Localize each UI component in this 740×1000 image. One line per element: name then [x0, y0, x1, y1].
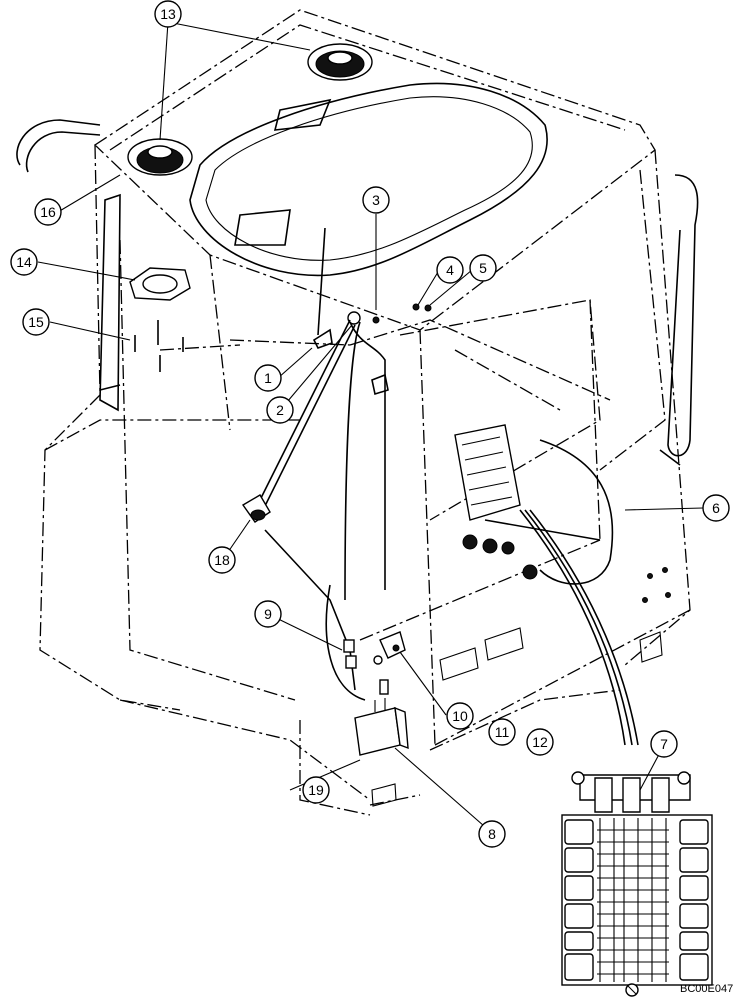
callout-1: 1 [254, 364, 282, 392]
speaker-front [127, 138, 193, 176]
relay-connectors [343, 631, 406, 695]
rear-panel-details [371, 567, 671, 807]
svg-text:16: 16 [40, 204, 56, 220]
svg-text:14: 14 [16, 254, 32, 270]
svg-text:2: 2 [276, 402, 284, 418]
callout-11: 11 [488, 718, 516, 746]
callout-12: 12 [526, 728, 554, 756]
svg-text:8: 8 [488, 826, 496, 842]
roof-hatch [189, 82, 548, 277]
leader-lines [37, 21, 704, 834]
callout-10: 10 [446, 702, 474, 730]
callout-18: 18 [208, 546, 236, 574]
speaker-rear [307, 43, 373, 81]
callout-19: 19 [302, 776, 330, 804]
svg-text:5: 5 [479, 260, 487, 276]
callout-6: 6 [702, 494, 730, 522]
cab-switch [241, 494, 271, 523]
handrails [16, 119, 699, 466]
control-module [354, 698, 409, 756]
callout-8: 8 [478, 820, 506, 848]
svg-text:11: 11 [495, 724, 510, 740]
svg-text:3: 3 [372, 192, 380, 208]
dome-light [129, 267, 191, 301]
wire-harness [254, 319, 639, 746]
svg-text:15: 15 [28, 314, 44, 330]
callout-13: 13 [154, 0, 182, 28]
fuse-columns [597, 818, 669, 982]
callout-9: 9 [254, 600, 282, 628]
figure-reference: BC00E047 [680, 983, 733, 995]
svg-text:9: 9 [264, 606, 272, 622]
callout-14: 14 [10, 248, 38, 276]
fuse-panel-detail [561, 771, 713, 997]
svg-text:19: 19 [308, 782, 324, 798]
fuse-panel [454, 424, 601, 580]
svg-text:1: 1 [264, 370, 272, 386]
svg-text:12: 12 [532, 734, 548, 750]
svg-text:18: 18 [214, 552, 230, 568]
callout-16: 16 [34, 198, 62, 226]
callout-5: 5 [469, 254, 497, 282]
callout-4: 4 [436, 256, 464, 284]
relay-column-right [679, 819, 709, 981]
cab-outline [39, 9, 691, 816]
svg-text:10: 10 [452, 708, 468, 724]
svg-text:7: 7 [660, 736, 668, 752]
svg-text:6: 6 [712, 500, 720, 516]
svg-text:4: 4 [446, 262, 454, 278]
callout-7: 7 [650, 730, 678, 758]
callout-2: 2 [266, 396, 294, 424]
callout-15: 15 [22, 308, 50, 336]
svg-text:13: 13 [160, 6, 176, 22]
relay-column-left [564, 819, 594, 981]
antenna-assembly [312, 227, 432, 601]
screws [134, 320, 184, 372]
callout-3: 3 [362, 186, 390, 214]
